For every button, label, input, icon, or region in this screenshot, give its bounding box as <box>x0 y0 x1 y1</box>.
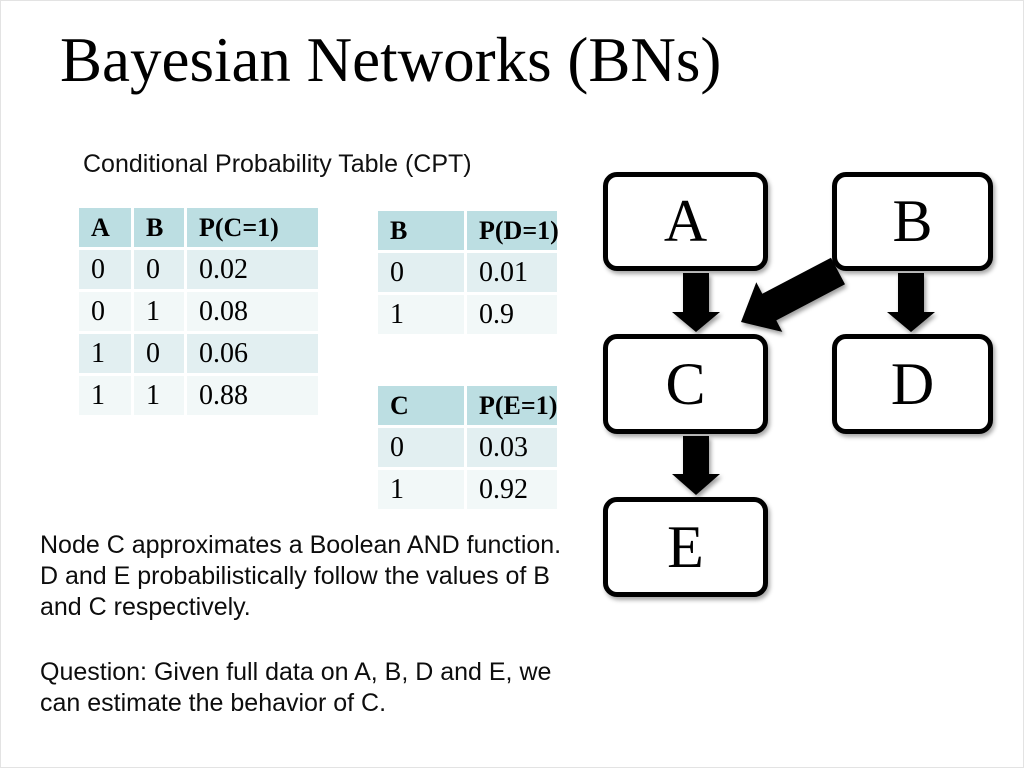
node-label: B <box>892 188 933 254</box>
table-cell: 0 <box>134 334 184 373</box>
table-cell: 1 <box>79 334 131 373</box>
table-cell: 0.02 <box>187 250 318 289</box>
header-cell: P(D=1) <box>467 211 559 250</box>
node-label: A <box>663 188 708 254</box>
table-cell: 0.92 <box>467 470 557 509</box>
table-cell: 0 <box>378 253 464 292</box>
table-cell: 0 <box>79 250 131 289</box>
edge-arrow-c-to-e <box>672 436 720 495</box>
node-A: A <box>603 172 768 271</box>
table-cell: 0 <box>134 250 184 289</box>
slide-title: Bayesian Networks (BNs) <box>60 25 722 95</box>
table-cell: 0.9 <box>467 295 557 334</box>
node-label: C <box>665 350 706 417</box>
text-line: Node C approximates a Boolean AND functi… <box>40 531 562 559</box>
edge-arrow-a-to-c <box>672 273 720 332</box>
edge-arrow-b-to-d <box>887 273 935 332</box>
cpt-caption: Conditional Probability Table (CPT) <box>83 150 472 178</box>
node-B: B <box>832 172 993 271</box>
header-cell: C <box>378 386 464 425</box>
table-cell: 1 <box>134 292 184 331</box>
header-cell: B <box>378 211 464 250</box>
cpt-table-c: A B P(C=1) 0 0 0.02 0 1 0.08 1 0 0.06 1 … <box>79 208 318 415</box>
table-cell: 1 <box>378 470 464 509</box>
node-C: C <box>603 334 768 434</box>
header-cell: P(E=1) <box>467 386 557 425</box>
header-cell: B <box>134 208 184 247</box>
text-line: and C respectively. <box>40 593 251 621</box>
cpt-table-e: C P(E=1) 0 0.03 1 0.92 <box>378 386 557 509</box>
notes-paragraph-1: Node C approximates a Boolean AND functi… <box>40 530 561 623</box>
cpt-table-d: B P(D=1) 0 0.01 1 0.9 <box>378 211 559 334</box>
header-cell: A <box>79 208 131 247</box>
text-line: D and E probabilistically follow the val… <box>40 562 550 590</box>
node-D: D <box>832 334 993 434</box>
table-cell: 1 <box>378 295 464 334</box>
header-cell: P(C=1) <box>187 208 318 247</box>
table-cell: 0.88 <box>187 376 318 415</box>
table-cell: 1 <box>79 376 131 415</box>
node-label: E <box>667 513 704 580</box>
table-cell: 0.06 <box>187 334 318 373</box>
text-line: Question: Given full data on A, B, D and… <box>40 658 552 686</box>
node-E: E <box>603 497 768 597</box>
table-cell: 0.03 <box>467 428 557 467</box>
table-cell: 1 <box>134 376 184 415</box>
table-cell: 0.08 <box>187 292 318 331</box>
table-cell: 0 <box>79 292 131 331</box>
table-cell: 0.01 <box>467 253 557 292</box>
notes-paragraph-2: Question: Given full data on A, B, D and… <box>40 657 551 719</box>
table-cell: 0 <box>378 428 464 467</box>
node-label: D <box>890 350 935 417</box>
text-line: can estimate the behavior of C. <box>40 689 387 717</box>
